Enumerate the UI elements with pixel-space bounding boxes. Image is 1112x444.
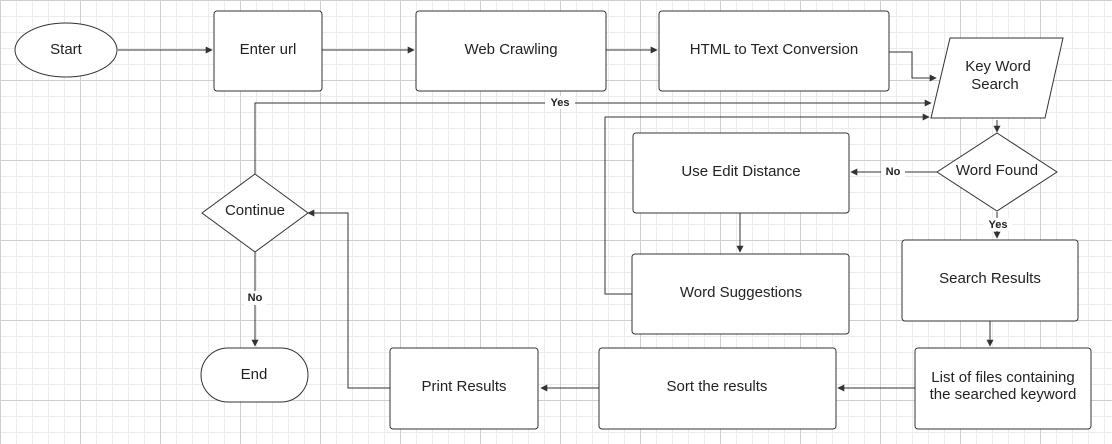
edges [118,46,1001,392]
node-html-to-text-label: HTML to Text Conversion [690,41,858,58]
edge-label-continue-no: No [248,292,263,304]
node-keyword-search-label-line1: Key Word [965,58,1031,75]
node-keyword-search: Key Word Search [930,37,1064,119]
node-enter-url-label: Enter url [240,41,297,58]
node-list-of-files-label-line1: List of files containing [931,369,1074,386]
node-list-of-files-label-line2: the searched keyword [930,386,1077,403]
node-end: End [200,347,309,403]
node-search-results-label: Search Results [939,270,1041,287]
node-continue-label: Continue [225,202,285,219]
node-search-results: Search Results [901,239,1079,322]
edge-html-conversion-to-keyword-search [889,51,937,82]
node-keyword-search-label-line2: Search [971,76,1019,93]
node-word-suggestions: Word Suggestions [631,253,850,335]
node-print-results: Print Results [389,347,539,430]
edge-print-results-to-continue [307,209,390,389]
node-html-to-text: HTML to Text Conversion [658,10,890,92]
edge-label-found-yes: Yes [989,219,1008,231]
edge-label-continue-yes: Yes [551,97,570,109]
edge-labels: Yes No Yes No [244,96,1012,305]
node-print-results-label: Print Results [421,378,506,395]
node-continue: Continue [201,173,309,253]
node-start: Start [14,22,118,78]
node-word-suggestions-label: Word Suggestions [680,284,802,301]
node-web-crawling: Web Crawling [415,10,607,92]
edge-label-found-no: No [886,166,901,178]
node-list-of-files: List of files containing the searched ke… [914,347,1092,430]
node-web-crawling-label: Web Crawling [464,41,557,58]
edge-word-suggestions-to-keyword-search [604,113,930,295]
node-start-label: Start [50,41,83,58]
edge-continue-yes-to-keyword-search [254,99,932,174]
node-use-edit-distance: Use Edit Distance [632,132,850,214]
node-sort-results: Sort the results [598,347,837,430]
node-enter-url: Enter url [213,10,323,92]
node-word-found: Word Found [936,132,1058,212]
node-word-found-label: Word Found [956,162,1038,179]
node-use-edit-distance-label: Use Edit Distance [681,163,800,180]
node-sort-results-label: Sort the results [667,378,768,395]
node-end-label: End [241,366,268,383]
